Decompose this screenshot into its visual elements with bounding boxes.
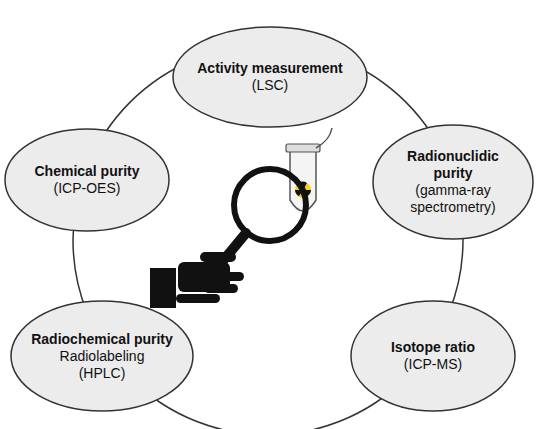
method-detail: (LSC) [252,77,289,94]
method-detail: (HPLC) [79,365,126,382]
method-detail: Radiolabeling [60,348,145,365]
method-title: Radiochemical purity [31,331,173,348]
method-ellipse: Radionuclidic purity(gamma-ray spectrome… [372,124,534,240]
tube-symbol [286,128,332,211]
method-ellipse: Isotope ratio(ICP-MS) [350,300,516,412]
method-ellipse: Chemical purity(ICP-OES) [4,128,170,232]
magnifier-symbol [222,169,306,262]
method-title: Isotope ratio [391,339,475,356]
method-detail: (ICP-OES) [54,180,121,197]
method-detail: (gamma-ray spectrometry) [386,182,520,216]
method-detail: (ICP-MS) [404,356,462,373]
method-title: Chemical purity [34,163,139,180]
hand-symbol [150,252,244,308]
method-title: Radionuclidic purity [386,148,520,182]
method-title: Activity measurement [197,60,343,77]
method-ellipse: Radiochemical purityRadiolabeling(HPLC) [10,300,194,412]
method-ellipse: Activity measurement(LSC) [172,26,368,128]
